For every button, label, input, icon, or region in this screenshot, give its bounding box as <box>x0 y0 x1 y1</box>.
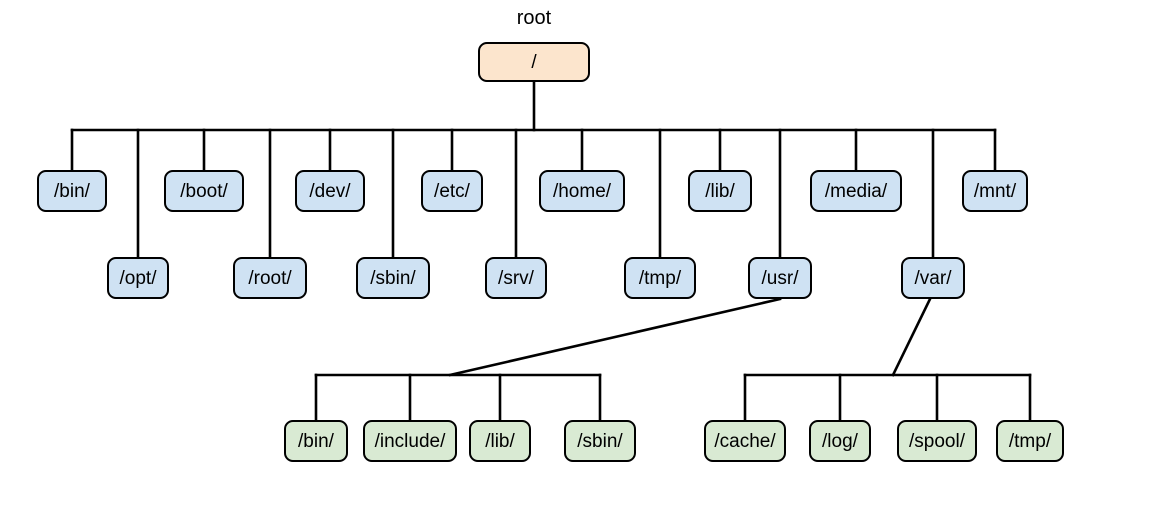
node-bin: /bin/ <box>37 170 107 212</box>
node-usr-include: /include/ <box>363 420 457 462</box>
node-srv: /srv/ <box>485 257 547 299</box>
node-boot: /boot/ <box>164 170 244 212</box>
node-usr-lib: /lib/ <box>469 420 531 462</box>
node-var-tmp: /tmp/ <box>996 420 1064 462</box>
node-etc: /etc/ <box>421 170 483 212</box>
connector-usr-diagonal <box>448 297 782 377</box>
node-tmp: /tmp/ <box>624 257 696 299</box>
node-usr-bin: /bin/ <box>284 420 348 462</box>
connector-var-diagonal <box>891 297 932 377</box>
node-usr-sbin: /sbin/ <box>564 420 636 462</box>
node-sbin: /sbin/ <box>356 257 430 299</box>
node-dev: /dev/ <box>295 170 365 212</box>
node-opt: /opt/ <box>107 257 169 299</box>
node-rootdir: /root/ <box>233 257 307 299</box>
node-var-spool: /spool/ <box>897 420 977 462</box>
node-mnt: /mnt/ <box>962 170 1028 212</box>
node-var: /var/ <box>901 257 965 299</box>
node-media: /media/ <box>810 170 902 212</box>
node-var-cache: /cache/ <box>704 420 786 462</box>
node-root: / <box>478 42 590 82</box>
node-home: /home/ <box>539 170 625 212</box>
node-usr: /usr/ <box>748 257 812 299</box>
node-lib: /lib/ <box>688 170 752 212</box>
node-var-log: /log/ <box>809 420 871 462</box>
root-caption: root <box>516 7 552 29</box>
